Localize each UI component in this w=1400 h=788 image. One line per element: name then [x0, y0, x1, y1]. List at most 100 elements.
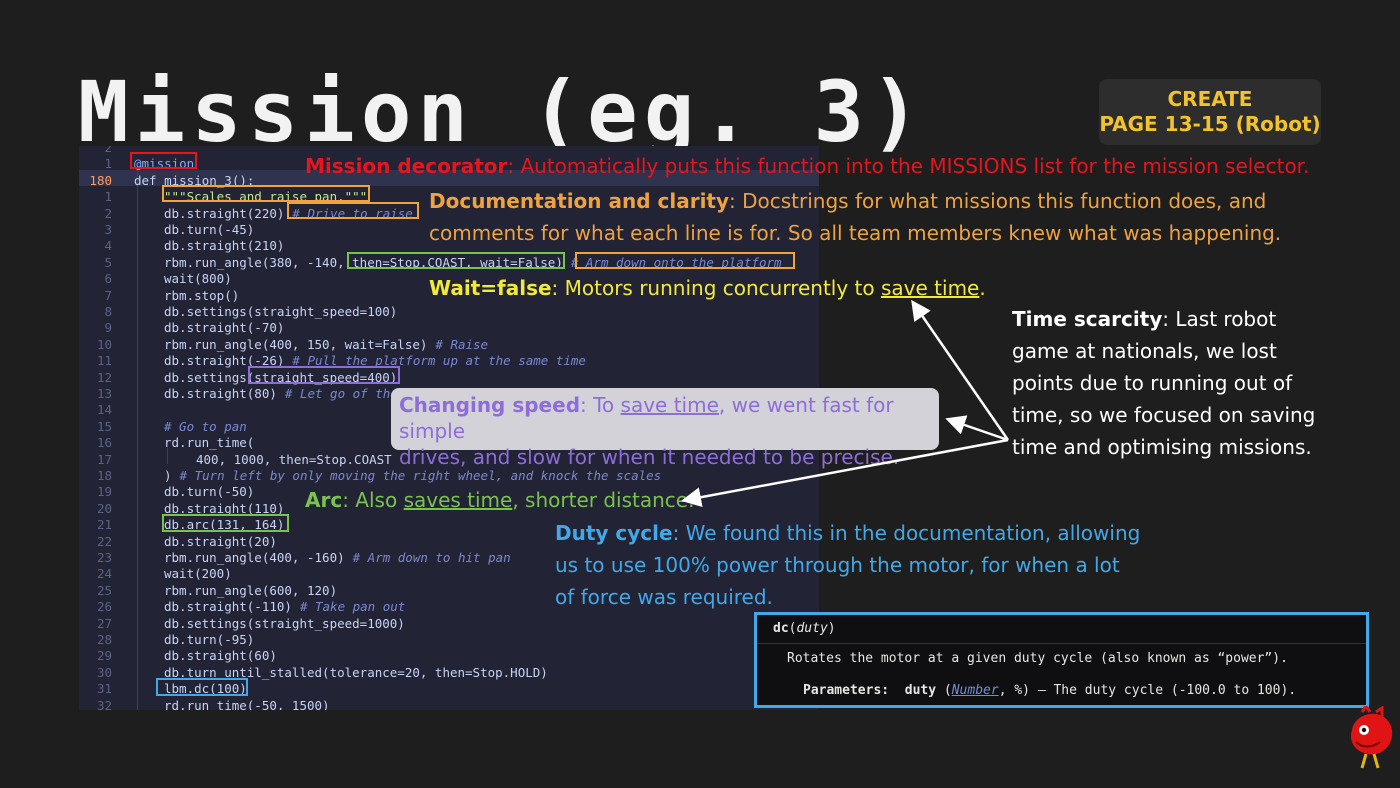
code-statement: db.settings(straight_speed=100): [164, 304, 398, 319]
code-text: wait(800): [164, 271, 232, 287]
indent-guide: [137, 168, 138, 710]
doc-param-name: duty: [904, 683, 937, 698]
speed-pre: : To: [580, 393, 621, 417]
code-line[interactable]: 15# Go to pan: [79, 419, 819, 435]
line-number: 25: [96, 582, 112, 598]
line-number: 31: [96, 681, 112, 697]
line-number: 22: [96, 533, 112, 549]
code-statement: db.arc(131, 164): [164, 517, 285, 533]
code-statement: db.straight(-110): [164, 599, 292, 615]
dc-box: [156, 678, 248, 696]
line-number: 26: [96, 599, 112, 615]
line-number: 12: [96, 369, 112, 385]
speed-label: Changing speed: [399, 393, 581, 417]
code-comment: # Go to pan: [164, 418, 247, 434]
code-line[interactable]: 6 wait(800): [79, 271, 819, 287]
speed-note: Changing speed: To save time, we went fa…: [391, 388, 939, 469]
duty-line-2: us to use 100% power through the motor, …: [555, 553, 1120, 577]
code-comment: # Let go of the: [284, 386, 398, 401]
code-statement: db.straight(-70): [164, 320, 285, 336]
code-text: db.straight(-110) # Take pan out: [164, 599, 405, 615]
code-text: db.straight(60): [164, 648, 277, 664]
code-line[interactable]: 2: [79, 146, 819, 156]
decorator-note: Mission decorator: Automatically puts th…: [305, 150, 1309, 182]
arc-box: [162, 514, 289, 532]
code-line[interactable]: 26 db.straight(-110) # Take pan out: [79, 599, 819, 615]
line-number: 16: [96, 435, 112, 451]
code-text: db.settings(straight_speed=1000): [164, 616, 405, 632]
line-number: 9: [104, 320, 112, 336]
code-statement: db.straight(-26): [164, 353, 285, 369]
doc-param-unit: %: [1014, 683, 1023, 698]
code-comment: # Arm down to hit pan: [352, 550, 511, 565]
code-line[interactable]: 2 db.straight(220)# Drive to raise: [79, 206, 819, 222]
badge-line-1: CREATE: [1167, 87, 1253, 111]
code-statement: db.turn(-50): [164, 484, 255, 500]
arc-label: Arc: [305, 488, 343, 512]
line-number: 1: [104, 156, 112, 172]
code-text: # Go to pan: [164, 419, 247, 435]
code-text: db.straight(-26)# Pull the platform up a…: [164, 353, 586, 369]
code-text: db.straight(220)# Drive to raise: [164, 206, 413, 222]
speed-post: , we went fast for simple: [399, 393, 894, 443]
code-text: rbm.run_angle(400, 150, wait=False)# Rai…: [164, 337, 488, 353]
code-comment: # Drive to raise: [292, 205, 413, 221]
code-statement: db.turn(-45): [164, 222, 255, 237]
line-number: 24: [96, 566, 112, 582]
speed-box: [248, 366, 400, 384]
wait-label: Wait=false: [429, 276, 552, 300]
doc-popup: dc(duty) Rotates the motor at a given du…: [754, 612, 1369, 708]
create-badge: CREATE PAGE 13-15 (Robot): [1099, 79, 1321, 145]
code-line[interactable]: 9 db.straight(-70): [79, 320, 819, 336]
code-text: rbm.stop(): [164, 288, 239, 304]
code-statement: db.straight(210): [164, 238, 285, 254]
arc-pre: : Also: [342, 488, 404, 512]
code-line[interactable]: 14: [79, 402, 819, 418]
duty-label: Duty cycle: [555, 521, 673, 545]
wait-note: Wait=false: Motors running concurrently …: [429, 272, 986, 304]
doc-param-type[interactable]: Number: [951, 683, 999, 698]
scarcity-label: Time scarcity: [1012, 307, 1163, 331]
docs-note: Documentation and clarity: Docstrings fo…: [429, 185, 1281, 249]
code-line[interactable]: 18)# Turn left by only moving the right …: [79, 468, 819, 484]
docs-text-2: comments for what each line is for. So a…: [429, 221, 1282, 245]
code-text: db.turn_until_stalled(tolerance=20, then…: [164, 665, 548, 681]
line-number: 2: [104, 205, 112, 221]
cursor-line-highlight: [79, 170, 819, 186]
decorator-label: Mission decorator: [305, 154, 508, 178]
code-statement: rd.run_time(-50, 1500): [164, 697, 330, 710]
doc-params-label: Parameters:: [803, 683, 890, 698]
mascot-icon: [1350, 706, 1393, 769]
decorator-text: : Automatically puts this function into …: [507, 154, 1310, 178]
line-number: 6: [104, 271, 112, 287]
code-comment: # Raise: [435, 336, 489, 352]
line-number: 18: [96, 468, 112, 483]
code-text: db.turn(-45): [164, 222, 254, 238]
code-comment: # Take pan out: [299, 599, 406, 615]
